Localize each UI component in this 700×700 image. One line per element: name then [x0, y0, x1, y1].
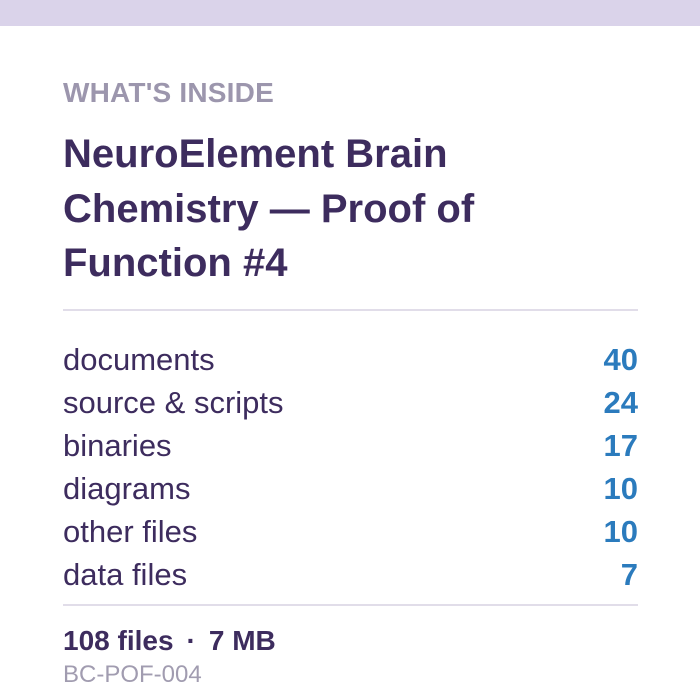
divider [63, 308, 638, 311]
top-accent-bar [0, 0, 700, 26]
list-item-source-scripts: source & scripts 24 [63, 382, 638, 425]
list-item-binaries: binaries 17 [63, 425, 638, 468]
file-type-count: 7 [620, 557, 638, 592]
file-type-count: 24 [603, 385, 638, 420]
file-type-list: documents 40 source & scripts 24 binarie… [63, 339, 638, 597]
file-type-count: 40 [603, 342, 638, 377]
file-type-count: 10 [603, 471, 638, 506]
package-summary: 108 files · 7 MB [63, 624, 638, 658]
package-code: BC-POF-004 [63, 660, 202, 688]
summary-separator: · [186, 624, 196, 656]
list-item-other-files: other files 10 [63, 511, 638, 554]
list-item-documents: documents 40 [63, 339, 638, 382]
file-type-count: 10 [603, 514, 638, 549]
section-eyebrow: WHAT'S INSIDE [63, 77, 274, 108]
file-type-count: 17 [603, 428, 638, 463]
file-type-label: other files [63, 514, 198, 549]
package-title: NeuroElement Brain Chemistry — Proof of … [63, 132, 475, 285]
list-item-data-files: data files 7 [63, 554, 638, 597]
total-files: 108 files [63, 624, 174, 656]
file-type-label: source & scripts [63, 385, 284, 420]
file-type-label: data files [63, 557, 188, 592]
file-type-label: documents [63, 342, 215, 377]
list-item-diagrams: diagrams 10 [63, 468, 638, 511]
total-size: 7 MB [208, 624, 276, 656]
file-type-label: binaries [63, 428, 172, 463]
divider [63, 603, 638, 606]
file-type-label: diagrams [63, 471, 191, 506]
contents-card: WHAT'S INSIDE NeuroElement Brain Chemist… [63, 76, 638, 690]
